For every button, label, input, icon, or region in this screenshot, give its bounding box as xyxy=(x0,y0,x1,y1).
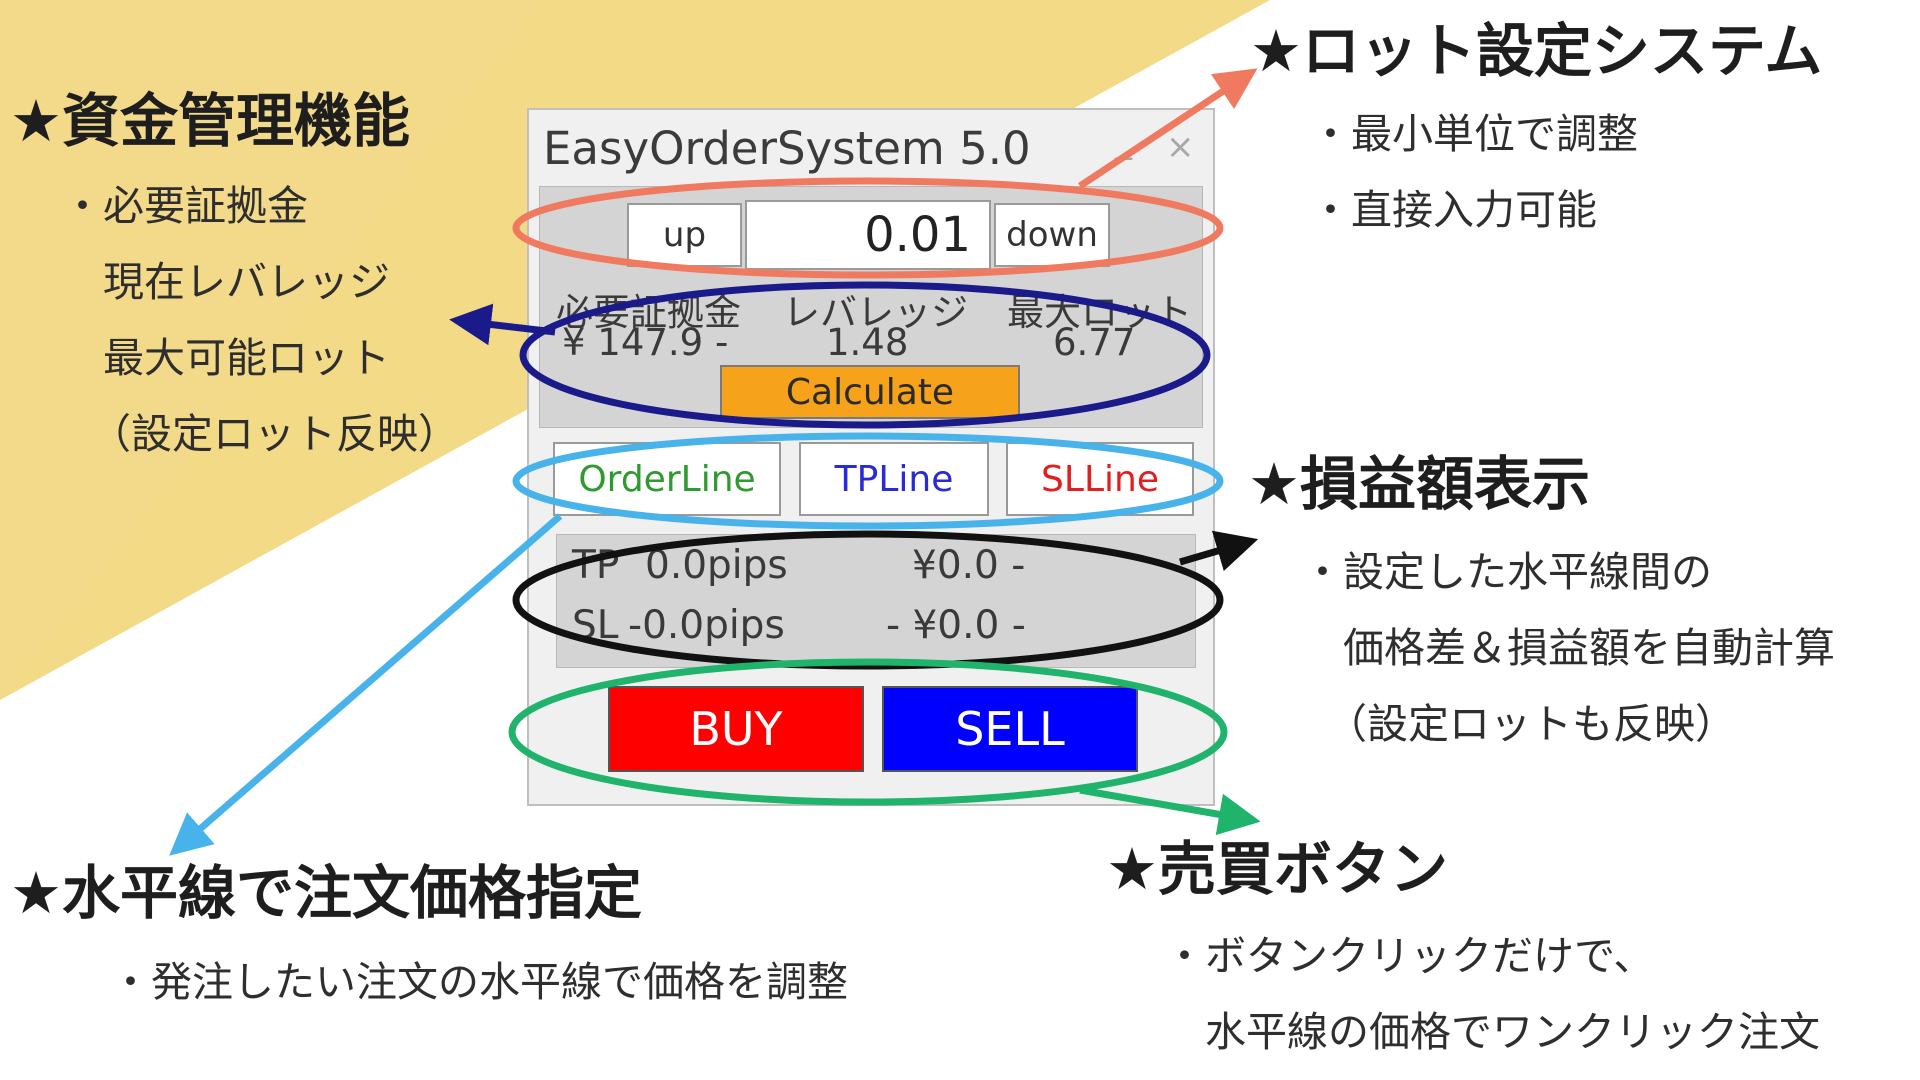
sl-pips: -0.0pips xyxy=(628,603,785,648)
close-icon[interactable]: × xyxy=(1166,127,1195,167)
leverage-value: 1.48 xyxy=(826,321,909,364)
money-bullet-4: （設定ロット反映） xyxy=(90,410,459,458)
trade-buttons-heading: ★売買ボタン xyxy=(1106,835,1448,903)
money-bullet-2: 現在レバレッジ xyxy=(62,258,390,306)
money-management-heading: ★資金管理機能 xyxy=(10,87,410,155)
sl-row-label: SL xyxy=(572,603,619,648)
pl-display-heading: ★損益額表示 xyxy=(1248,450,1590,518)
lot-up-button[interactable]: up xyxy=(627,203,742,267)
tp-line-button[interactable]: TPLine xyxy=(799,442,989,516)
trade-bullet-1: ・ボタンクリックだけで、 xyxy=(1164,932,1655,980)
buy-button[interactable]: BUY xyxy=(608,686,864,772)
lot-bullet-1: ・最小単位で調整 xyxy=(1310,110,1638,158)
calculate-button[interactable]: Calculate xyxy=(720,365,1020,419)
tp-row-label: TP xyxy=(572,543,620,588)
sell-button[interactable]: SELL xyxy=(882,686,1138,772)
lot-system-bullets: ・最小単位で調整 ・直接入力可能 xyxy=(1310,96,1638,248)
hline-order-heading: ★水平線で注文価格指定 xyxy=(10,859,642,927)
lot-system-heading: ★ロット設定システム xyxy=(1250,17,1823,85)
pl-bullet-2: 価格差＆損益額を自動計算 xyxy=(1302,624,1835,672)
order-line-button[interactable]: OrderLine xyxy=(553,442,781,516)
lot-input[interactable]: 0.01 xyxy=(745,200,991,270)
lot-bullet-2: ・直接入力可能 xyxy=(1310,186,1597,234)
window-title: EasyOrderSystem 5.0 xyxy=(543,122,1031,175)
money-bullet-1: ・必要証拠金 xyxy=(62,182,308,230)
hline-order-bullets: ・発注したい注文の水平線で価格を調整 xyxy=(110,944,848,1020)
pl-bullet-3: （設定ロットも反映） xyxy=(1326,700,1736,748)
sl-amount: - ¥0.0 - xyxy=(886,603,1026,648)
pl-display-bullets: ・設定した水平線間の 価格差＆損益額を自動計算 （設定ロットも反映） xyxy=(1302,534,1835,762)
minimize-icon[interactable]: _ xyxy=(1115,121,1132,161)
trade-bullet-2: 水平線の価格でワンクリック注文 xyxy=(1164,1008,1820,1056)
money-bullet-3: 最大可能ロット xyxy=(62,334,390,382)
required-margin-value: ¥ 147.9 - xyxy=(562,321,729,364)
hline-bullet-1: ・発注したい注文の水平線で価格を調整 xyxy=(110,958,848,1006)
money-management-bullets: ・必要証拠金 現在レバレッジ 最大可能ロット （設定ロット反映） xyxy=(62,168,459,472)
sl-line-button[interactable]: SLLine xyxy=(1006,442,1194,516)
tp-amount: ¥0.0 - xyxy=(912,543,1026,588)
lot-down-button[interactable]: down xyxy=(994,203,1110,267)
tp-pips: 0.0pips xyxy=(645,543,788,588)
trade-buttons-bullets: ・ボタンクリックだけで、 水平線の価格でワンクリック注文 xyxy=(1164,918,1820,1070)
max-lot-value: 6.77 xyxy=(1053,321,1136,364)
pl-bullet-1: ・設定した水平線間の xyxy=(1302,548,1712,596)
